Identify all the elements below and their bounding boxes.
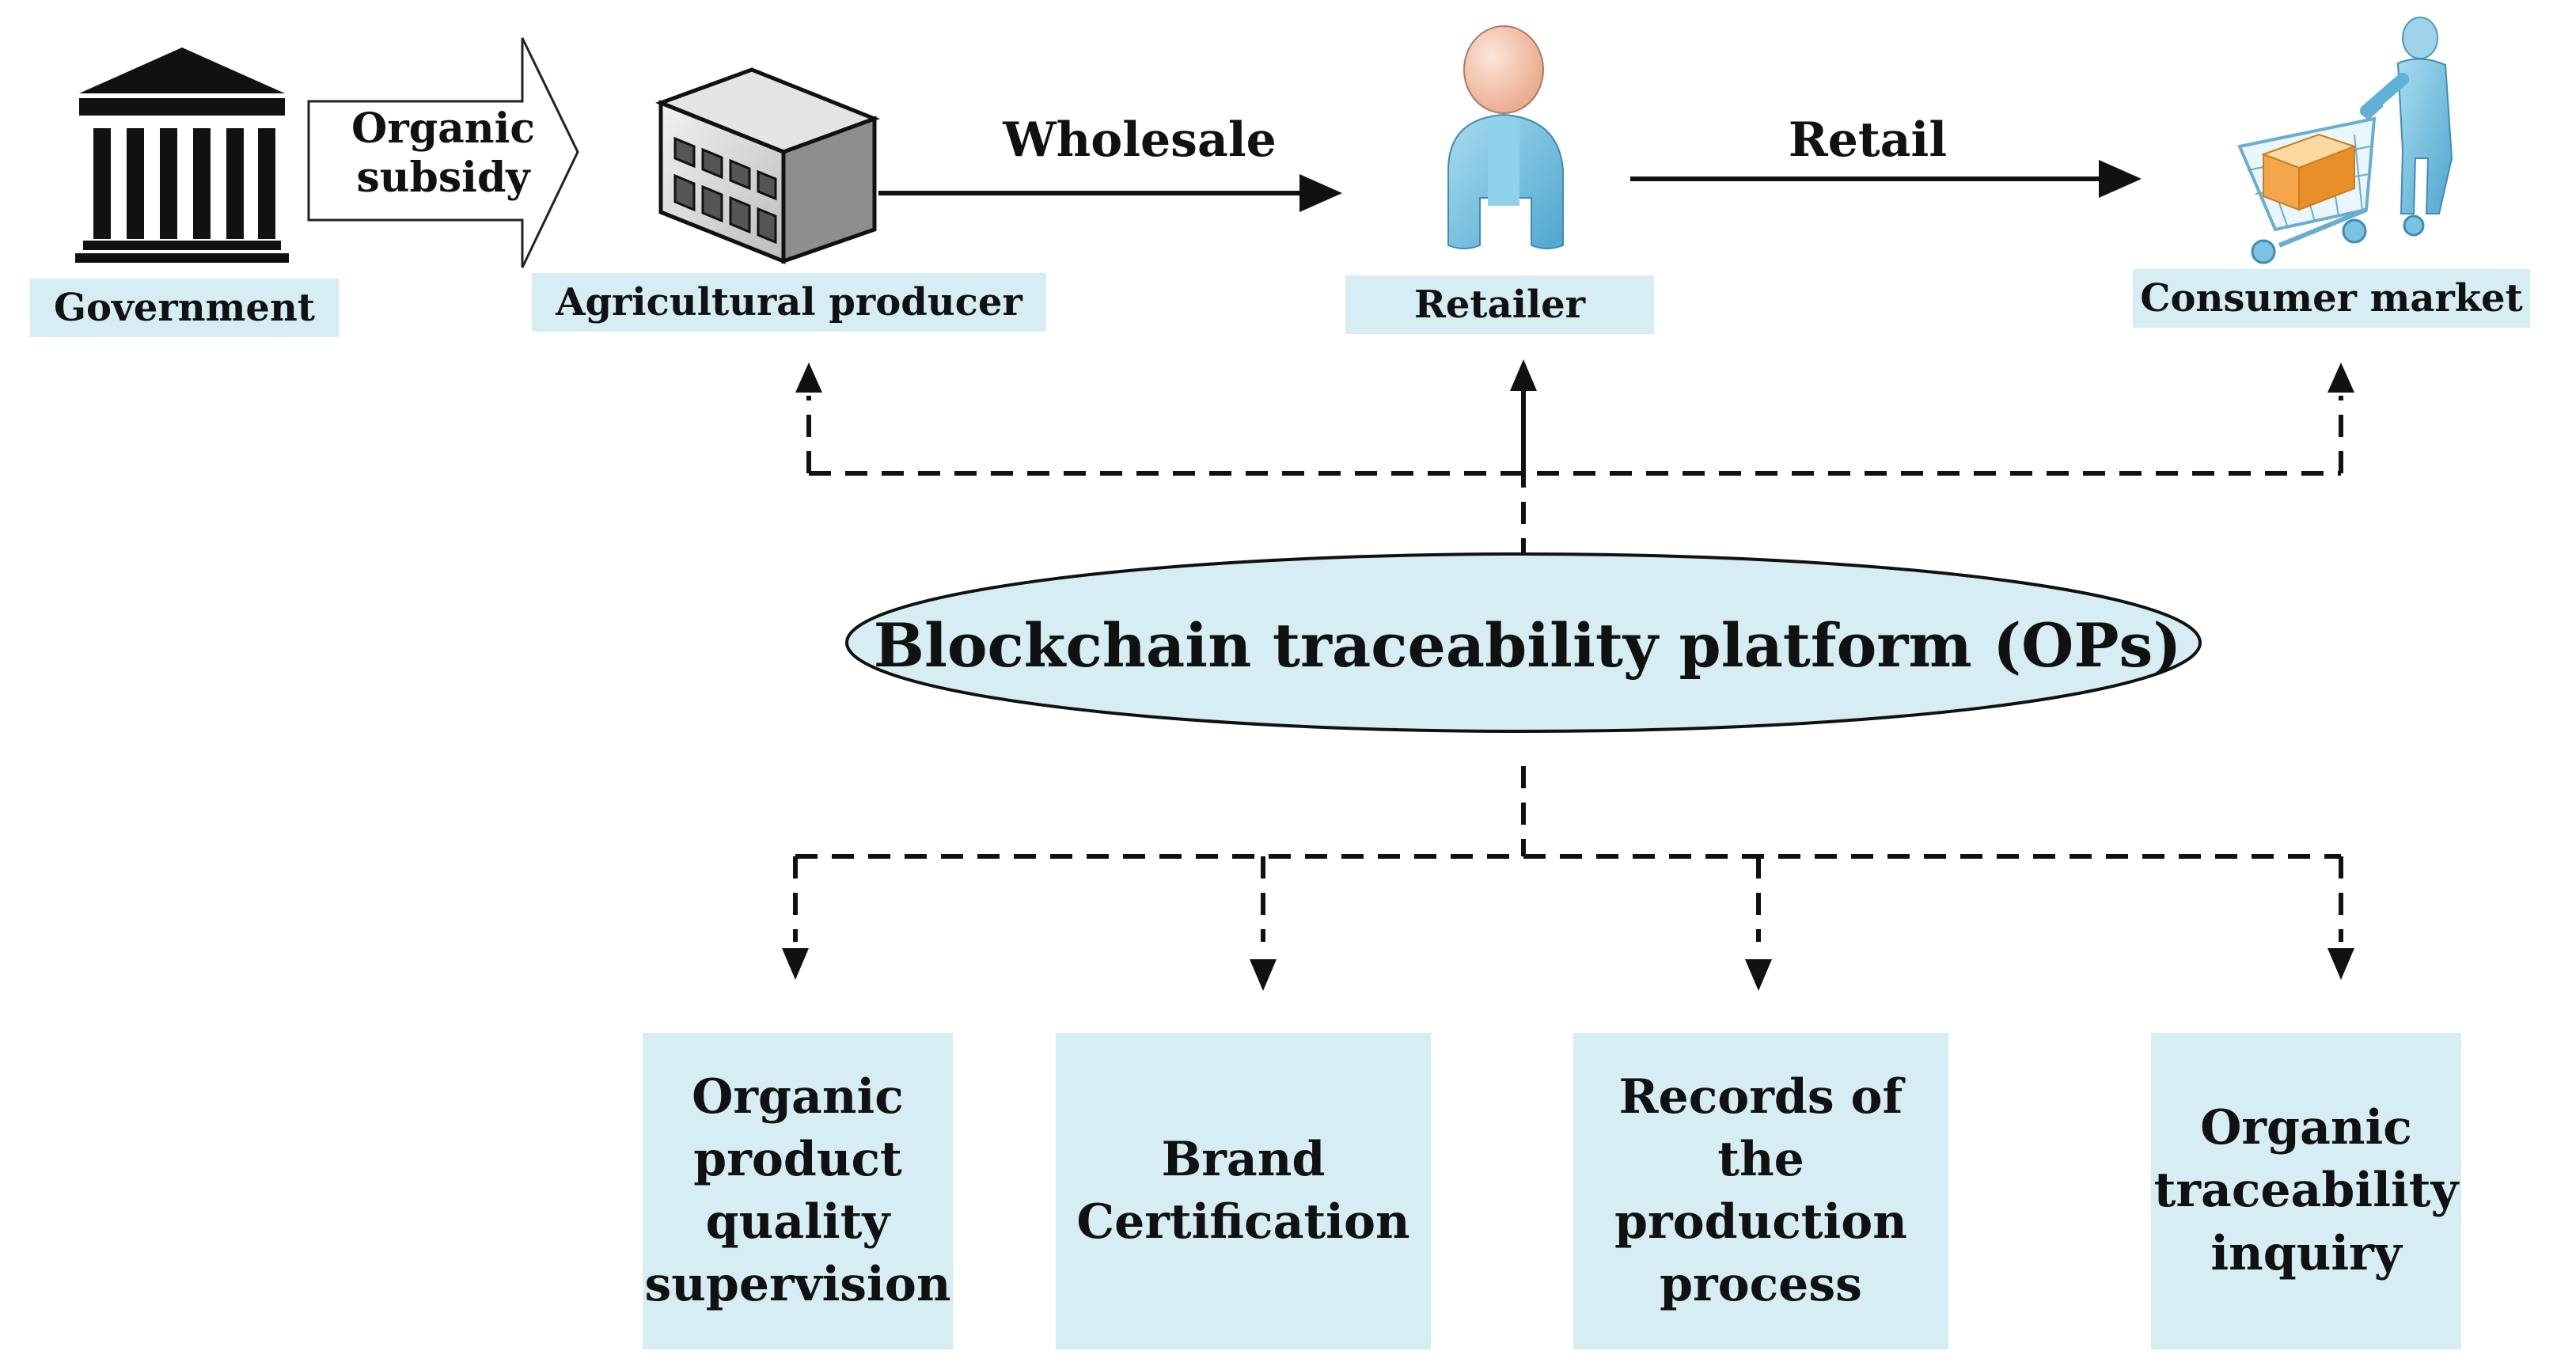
government-label: Government <box>30 279 339 337</box>
shopping-cart-person-icon <box>2237 17 2453 264</box>
function-box-production-records: Records of the production process <box>1573 1033 1948 1349</box>
retail-label: Retail <box>1788 112 1948 168</box>
wholesale-label: Wholesale <box>1003 112 1277 168</box>
platform-ellipse <box>845 552 2202 733</box>
function-box-quality-supervision: Organic product quality supervision <box>643 1033 953 1349</box>
retailer-label: Retailer <box>1345 275 1654 334</box>
function-box-traceability-inquiry: Organic traceability inquiry <box>2151 1033 2461 1349</box>
platform-to-actors-connector <box>806 388 2343 560</box>
person-icon <box>1447 25 1564 249</box>
factory-building-icon <box>655 67 880 264</box>
platform-label: Blockchain traceability platform (OPs) <box>873 609 2182 681</box>
platform-to-functions-connector <box>793 766 2343 942</box>
producer-label: Agricultural producer <box>532 273 1046 332</box>
subsidy-arrow <box>307 37 579 268</box>
subsidy-label: Organic subsidy <box>351 104 535 203</box>
function-box-brand-certification: Brand Certification <box>1056 1033 1431 1349</box>
down-arrowheads <box>782 948 2354 991</box>
government-building-icon <box>75 47 289 263</box>
consumer-label: Consumer market <box>2133 269 2530 328</box>
up-arrowheads <box>795 359 2354 393</box>
